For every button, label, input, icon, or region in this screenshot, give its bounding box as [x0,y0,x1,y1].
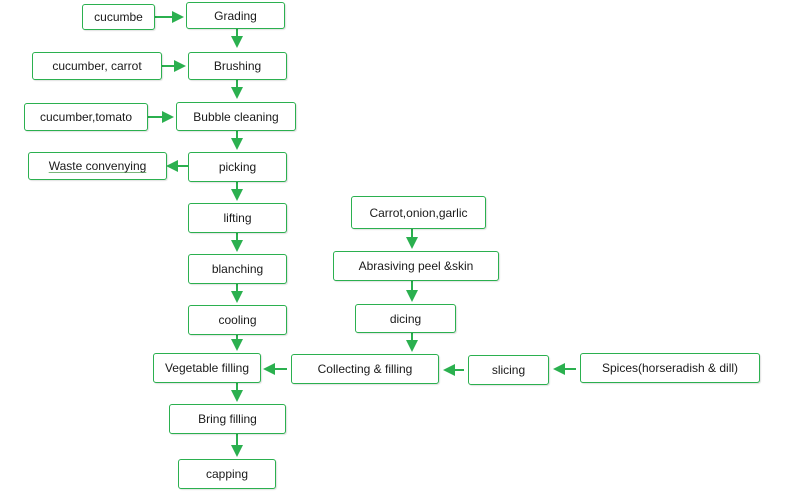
node-label: cucumber,tomato [39,110,133,124]
node-label: Carrot,onion,garlic [369,205,468,220]
node-dicing: dicing [355,304,456,333]
node-cucumbe: cucumbe [82,4,155,30]
node-waste-conveying: Waste convenying [28,152,167,180]
node-abrasiving-peel-skin: Abrasiving peel &skin [333,251,499,281]
node-label: Brushing [213,59,262,73]
node-picking: picking [188,152,287,182]
node-label: dicing [389,311,422,326]
node-carrot-onion-garlic: Carrot,onion,garlic [351,196,486,229]
node-blanching: blanching [188,254,287,284]
node-label: Vegetable filling [164,361,250,375]
node-bring-filling: Bring filling [169,404,286,434]
node-label: Spices(horseradish & dill) [601,361,739,375]
node-bubble-cleaning: Bubble cleaning [176,102,296,131]
node-spices: Spices(horseradish & dill) [580,353,760,383]
node-capping: capping [178,459,276,489]
node-label: cucumber, carrot [52,59,142,73]
node-grading: Grading [186,2,285,29]
node-label: cooling [218,313,257,327]
node-lifting: lifting [188,203,287,233]
node-label: cucumbe [94,10,143,24]
node-label: Abrasiving peel &skin [358,259,474,273]
node-slicing: slicing [468,355,549,385]
node-cucumber-tomato: cucumber,tomato [24,103,148,131]
node-label: picking [218,160,257,174]
node-cucumber-carrot: cucumber, carrot [32,52,162,80]
node-label: Bring filling [198,412,257,426]
node-vegetable-filling: Vegetable filling [153,353,261,383]
node-label: Collecting & filling [317,362,413,376]
node-collecting-filling: Collecting & filling [291,354,439,384]
node-label: Bubble cleaning [193,109,279,124]
node-label: Grading [214,8,257,23]
node-label: slicing [491,363,526,377]
node-label: capping [205,467,249,481]
node-label: blanching [211,262,264,276]
node-brushing: Brushing [188,52,287,80]
node-cooling: cooling [188,305,287,335]
node-label: Waste convenying [48,159,147,173]
node-label: lifting [223,211,252,225]
